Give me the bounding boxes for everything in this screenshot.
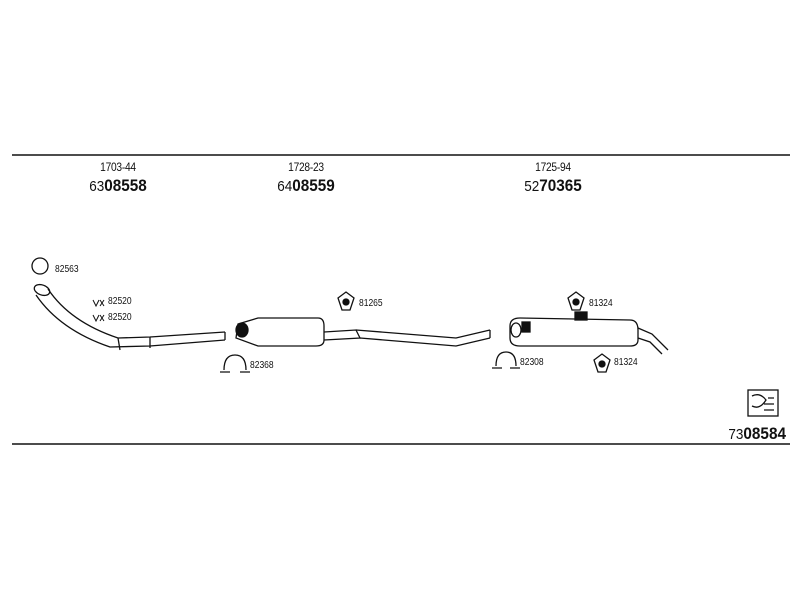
part-label-clamp-mid: 82368 xyxy=(250,360,274,371)
kit-part-number: 7308584 xyxy=(728,424,786,443)
part-label-clamp-a: 82520 xyxy=(108,296,132,307)
part-label-clamp-rear: 82308 xyxy=(520,357,544,368)
assembly-ref: 1725-94 xyxy=(535,160,571,174)
part-label-hanger-rear-top: 81324 xyxy=(589,298,613,309)
clamp-icon-mid xyxy=(220,354,250,373)
assembly-part-number: 5270365 xyxy=(524,176,582,195)
gasket-ring-icon xyxy=(31,257,49,275)
rear-silencer xyxy=(509,311,669,355)
assembly-header-front: 1703-44 6308558 xyxy=(48,160,188,196)
assembly-header-rear: 1725-94 5270365 xyxy=(483,160,623,196)
part-label-hanger-mid: 81265 xyxy=(359,298,383,309)
assembly-part-number: 6408559 xyxy=(277,176,335,195)
assembly-ref: 1728-23 xyxy=(288,160,324,174)
hanger-icon-mid xyxy=(337,291,355,311)
assembly-part-number: 6308558 xyxy=(89,176,147,195)
hanger-icon-rear-bottom xyxy=(593,353,611,373)
part-label-hanger-rear-bottom: 81324 xyxy=(614,357,638,368)
u-clamp-icon xyxy=(92,299,105,323)
middle-silencer xyxy=(235,317,491,347)
assembly-ref: 1703-44 xyxy=(100,160,136,174)
front-pipe xyxy=(33,283,226,351)
kit-box-icon xyxy=(747,389,779,417)
clamp-icon-rear xyxy=(492,351,520,369)
part-label-clamp-b: 82520 xyxy=(108,312,132,323)
hanger-icon-rear-top xyxy=(567,291,585,311)
assembly-header-middle: 1728-23 6408559 xyxy=(236,160,376,196)
part-label-gasket: 82563 xyxy=(55,264,79,275)
